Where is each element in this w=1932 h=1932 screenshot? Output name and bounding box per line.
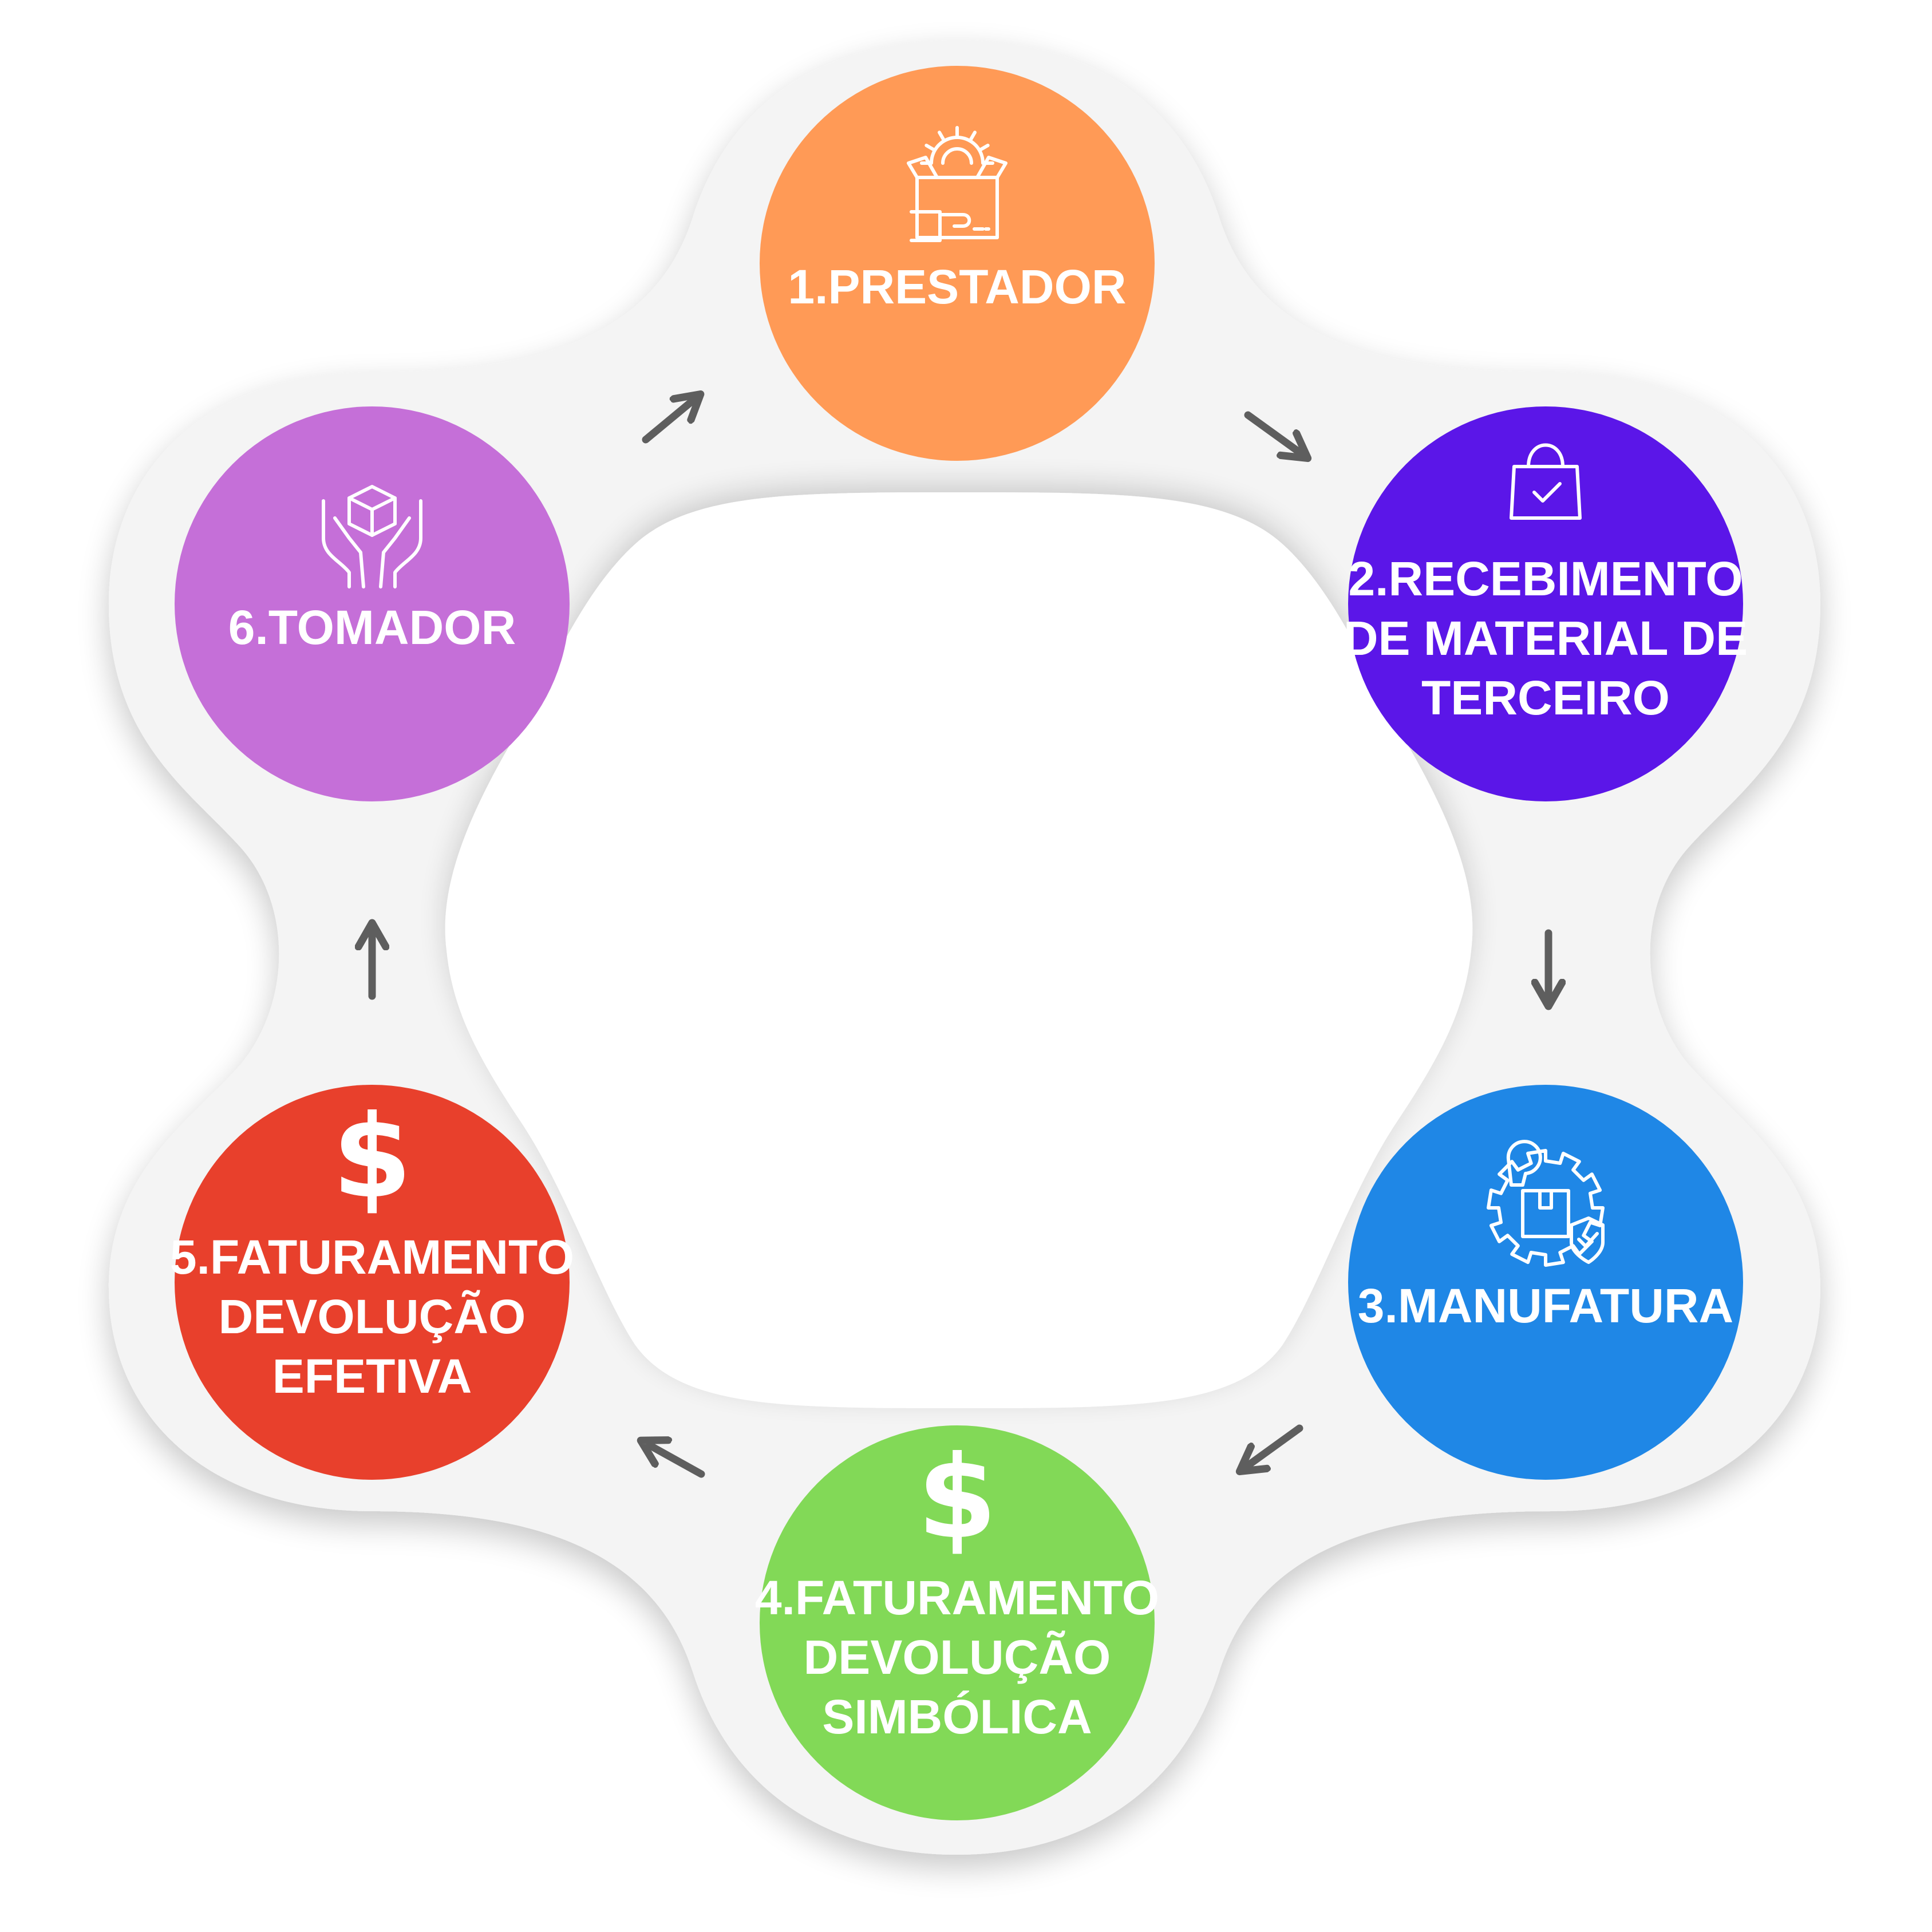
dollar-icon: $ bbox=[332, 1091, 412, 1224]
shopping-bag-check-icon bbox=[1510, 443, 1582, 520]
node-circle bbox=[760, 1425, 1155, 1820]
node-label-line: 4.FATURAMENTO bbox=[755, 1571, 1159, 1625]
hands-box-icon bbox=[322, 485, 422, 588]
node-manufatura: 3.MANUFATURA bbox=[1348, 1085, 1743, 1480]
node-circle bbox=[175, 1085, 570, 1480]
node-label-line: 3.MANUFATURA bbox=[1358, 1279, 1733, 1333]
arrow-4-to-5 bbox=[650, 1445, 705, 1478]
arrow-6-to-1 bbox=[642, 401, 693, 444]
node-label-line: 6.TOMADOR bbox=[228, 600, 516, 654]
node-label-line: 2.RECEBIMENTO bbox=[1348, 552, 1743, 606]
manufacturing-gear-icon bbox=[1487, 1140, 1605, 1267]
svg-text:$: $ bbox=[332, 1091, 412, 1224]
dollar-icon: $ bbox=[917, 1431, 997, 1564]
node-label-line: TERCEIRO bbox=[1421, 671, 1670, 725]
node-label-line: EFETIVA bbox=[272, 1349, 472, 1403]
arrow-3-to-4 bbox=[1248, 1424, 1303, 1465]
svg-text:$: $ bbox=[917, 1431, 997, 1564]
node-label-line: DEVOLUÇÃO bbox=[804, 1630, 1111, 1684]
node-circle bbox=[1348, 406, 1743, 801]
node-label-line: 1.PRESTADOR bbox=[788, 260, 1126, 314]
node-label-line: DE MATERIAL DE bbox=[1344, 611, 1748, 665]
node-circle bbox=[760, 66, 1155, 461]
node-tomador: 6.TOMADOR bbox=[175, 406, 570, 801]
box-gear-hand-icon bbox=[907, 126, 1008, 242]
node-prestador: 1.PRESTADOR bbox=[760, 66, 1155, 461]
node-circle bbox=[175, 406, 570, 801]
flow-arrows bbox=[372, 401, 1548, 1478]
arrow-1-to-2 bbox=[1244, 411, 1299, 452]
node-label-line: 5.FATURAMENTO bbox=[170, 1230, 574, 1284]
node-circle bbox=[1348, 1085, 1743, 1480]
node-label-line: DEVOLUÇÃO bbox=[219, 1290, 526, 1344]
node-label-line: SIMBÓLICA bbox=[822, 1690, 1092, 1744]
